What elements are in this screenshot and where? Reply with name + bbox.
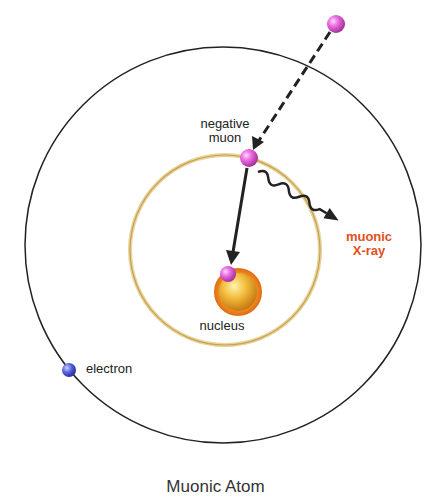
muon-label: negative muon [192, 117, 258, 146]
nucleus-label: nucleus [192, 319, 252, 333]
muon-orbiting [240, 149, 258, 167]
xray-label: muonic X-ray [338, 230, 400, 259]
muon-orbit-line [130, 155, 320, 345]
cascade-arrow [233, 168, 247, 252]
electron-ball [62, 363, 76, 377]
electron-orbit [25, 47, 421, 443]
muon-orbit [130, 155, 320, 345]
muon-incoming [327, 15, 345, 33]
muon-bound [220, 266, 236, 282]
caption: Muonic Atom [0, 478, 431, 497]
arrowhead [226, 250, 240, 265]
xray-wave [255, 167, 342, 226]
electron-label: electron [86, 362, 166, 376]
capture-path [258, 32, 330, 142]
arrowhead [252, 136, 264, 150]
